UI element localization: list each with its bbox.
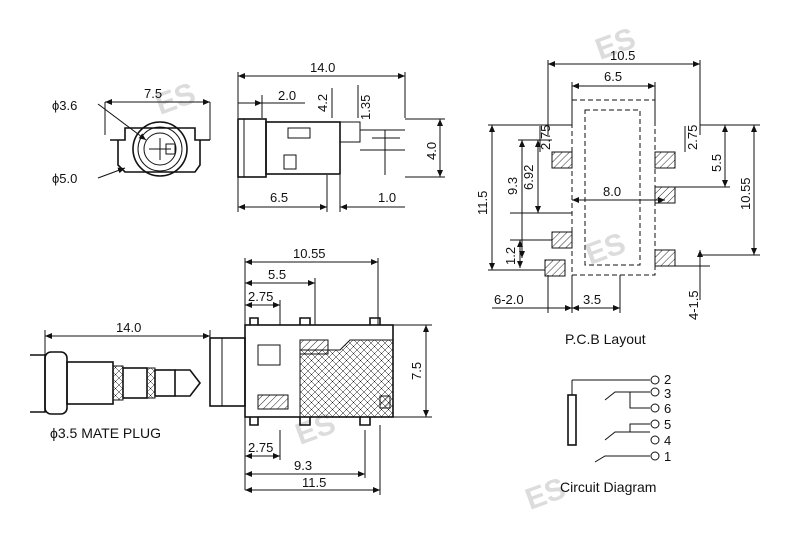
pin-label: 1 (664, 449, 671, 464)
pin-label: 6 (664, 401, 671, 416)
dim-height-135: 1.35 (358, 95, 373, 120)
dim-height-12: 1.2 (503, 247, 518, 265)
dim-hole-spec: 6-2.0 (494, 292, 524, 307)
dim-bottom-width-55: 5.5 (268, 267, 286, 282)
top-view: 7.5 ϕ3.6 ϕ5.0 (52, 86, 211, 186)
dim-side-height: 4.0 (424, 142, 439, 160)
dim-bottom-93: 9.3 (294, 458, 312, 473)
dim-body-length: 6.5 (270, 190, 288, 205)
dim-bottom-height-75: 7.5 (409, 362, 424, 380)
bottom-view: 10.55 5.5 2.75 7.5 2.75 9.3 11.5 (209, 246, 432, 495)
circuit-caption: Circuit Diagram (560, 479, 656, 495)
circuit-pin (650, 435, 660, 445)
pcb-pad (654, 186, 676, 204)
dim-pad-left: 2.75 (538, 125, 553, 150)
circuit-pin (650, 403, 660, 413)
pcb-pad (654, 151, 676, 169)
circuit-pin (650, 451, 660, 461)
dim-plug-length: 14.0 (116, 320, 141, 335)
pin-label: 2 (664, 372, 671, 387)
dim-overall-length: 14.0 (310, 60, 335, 75)
plug-caption: ϕ3.5 MATE PLUG (50, 425, 161, 441)
dim-bottom-width-275: 2.75 (248, 289, 273, 304)
dim-bottom-115: 11.5 (302, 475, 326, 490)
dim-hole-diameter: ϕ3.6 (52, 98, 77, 113)
dim-height-1055: 10.55 (738, 177, 753, 210)
dim-front-length: 2.0 (278, 88, 296, 103)
circuit-pin (650, 375, 660, 385)
circuit-pin (650, 419, 660, 429)
dim-pin-width: 1.0 (378, 190, 396, 205)
dim-outer-width: 10.5 (610, 48, 635, 63)
dim-spacing: 3.5 (583, 292, 601, 307)
watermarks: ES ES ES ES ES (151, 22, 640, 517)
pcb-pad (654, 249, 676, 267)
pcb-layout-caption: P.C.B Layout (565, 331, 646, 347)
dim-total-height: 11.5 (475, 191, 490, 215)
pin-label: 4 (664, 433, 671, 448)
dim-top-width: 7.5 (144, 86, 162, 101)
dim-height-93: 9.3 (505, 177, 520, 195)
pin-label: 5 (664, 417, 671, 432)
pcb-pad (551, 151, 573, 169)
dim-height-692: 6.92 (521, 165, 536, 190)
dim-height-55: 5.5 (709, 154, 724, 172)
dim-bottom-width-1055: 10.55 (293, 246, 326, 261)
pcb-layout: 10.5 6.5 11.5 9.3 6.92 2.75 2.75 5.5 10 (475, 48, 760, 347)
dim-width-80: 8.0 (603, 184, 621, 199)
dim-inner-width: 6.5 (604, 69, 622, 84)
pcb-pad (544, 259, 566, 277)
circuit-pin (650, 387, 660, 397)
dim-bottom-275: 2.75 (248, 440, 273, 455)
circuit-diagram: 2 3 6 5 4 1 Circuit Diagram (560, 372, 671, 495)
pcb-pad (551, 231, 573, 249)
pin-label: 3 (664, 386, 671, 401)
mate-plug: 14.0 ϕ3.5 MATE PLUG (30, 320, 211, 441)
dim-pad-right: 2.75 (685, 125, 700, 150)
side-view: 14.0 2.0 4.2 1.35 4.0 6.5 1.0 (237, 60, 445, 212)
dim-slot-spec: 4-1.5 (686, 290, 701, 320)
dim-outer-diameter: ϕ5.0 (52, 171, 77, 186)
dim-height-42: 4.2 (315, 94, 330, 112)
